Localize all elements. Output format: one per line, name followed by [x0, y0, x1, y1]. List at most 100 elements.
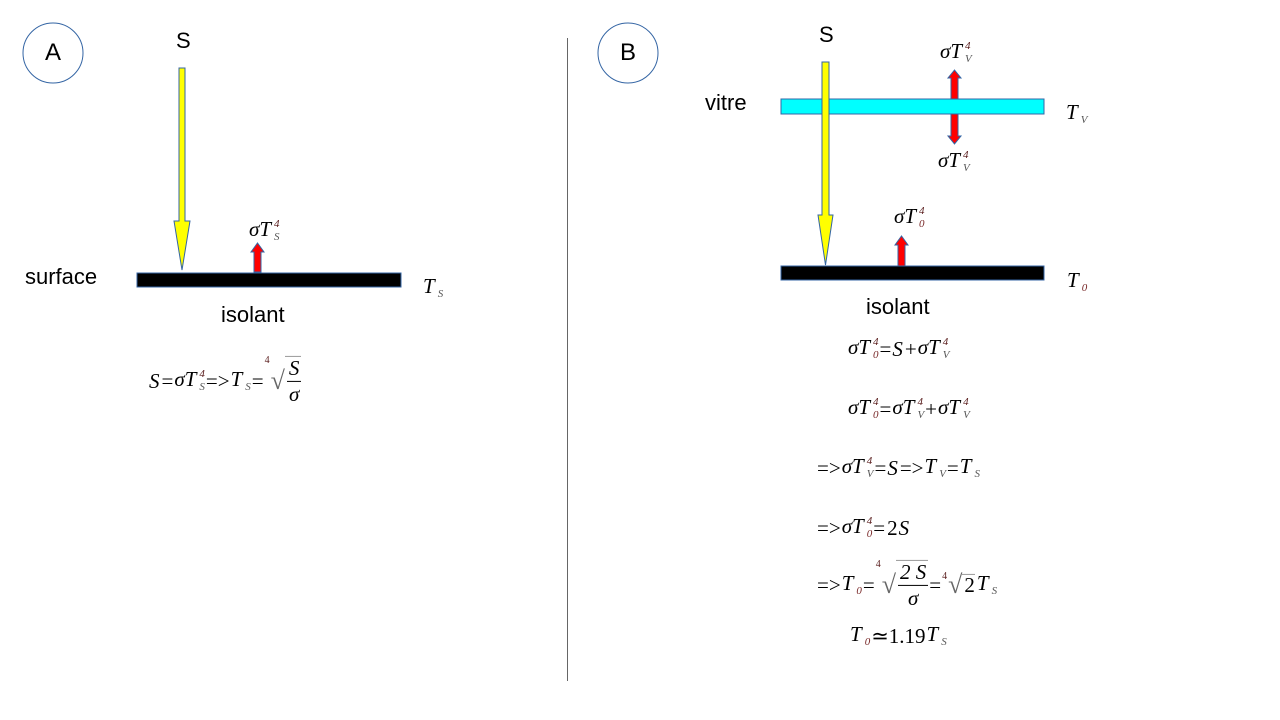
- glass-flux-up-arrow: [946, 69, 963, 100]
- math-superscript: 4: [873, 395, 879, 408]
- math-superscript: 4: [274, 217, 280, 230]
- math-superscript: 4: [873, 335, 879, 348]
- math-symbol: S: [892, 336, 903, 361]
- ground-flux-arrow-b: [894, 235, 909, 267]
- math-term: S: [887, 457, 899, 479]
- math-superscript: 4: [963, 148, 969, 161]
- sun-arrow-a: [173, 67, 191, 271]
- math-superscript: [438, 275, 444, 288]
- math-term: T S: [927, 623, 947, 649]
- math-scripts: 0: [1082, 269, 1088, 295]
- math-superscript: [1081, 101, 1088, 114]
- math-subscript: S: [245, 381, 251, 393]
- math-symbol: S: [898, 515, 910, 540]
- math-subscript: 0: [866, 528, 873, 540]
- math-operator: +: [925, 396, 938, 421]
- math-symbol: T: [1066, 99, 1078, 124]
- math-term: T 0: [842, 572, 862, 598]
- math-operator: ≃1.19: [871, 623, 926, 648]
- sun-label-b: S: [819, 22, 834, 47]
- ground-bar-b: [780, 265, 1045, 281]
- badge-a-circle: [22, 22, 84, 84]
- root-index: 4: [942, 571, 948, 582]
- math-subscript: V: [1080, 114, 1088, 126]
- root-radicand: 2: [962, 574, 975, 596]
- math-symbol: T: [924, 453, 937, 478]
- math-subscript: 0: [873, 349, 879, 361]
- root-index: 4: [264, 354, 270, 366]
- math-operator: =>: [899, 455, 924, 480]
- fraction-numerator: S: [286, 356, 302, 382]
- math-symbol: σT: [841, 513, 864, 538]
- flux-arrow-a: [250, 242, 265, 273]
- math-subscript: S: [941, 636, 947, 648]
- math-symbol: T: [1067, 267, 1079, 292]
- fraction-denominator: σ: [907, 586, 919, 610]
- math-operator: +: [904, 336, 917, 361]
- math-term: S: [149, 370, 161, 392]
- math-symbol: T: [959, 453, 972, 478]
- math-superscript: [245, 368, 251, 381]
- radical-sign-icon: √: [948, 570, 963, 599]
- math-superscript: 4: [917, 395, 923, 408]
- math-operator: =: [862, 572, 875, 597]
- math-symbol: T: [976, 570, 989, 595]
- radical-sign-icon: √: [881, 570, 896, 599]
- math-operator: =: [874, 455, 887, 480]
- math-symbol: σT: [848, 334, 871, 359]
- math-subscript: 0: [919, 218, 925, 230]
- math-subscript: S: [274, 231, 280, 243]
- math-scripts: S: [941, 623, 947, 649]
- badge-b-circle: [597, 22, 659, 84]
- sun-arrow-b: [817, 61, 834, 266]
- math-subscript: V: [963, 162, 970, 174]
- math-operator: =>: [817, 515, 841, 540]
- math-superscript: [1082, 269, 1088, 282]
- math-superscript: 4: [963, 395, 969, 408]
- math-superscript: [992, 572, 998, 585]
- math-subscript: 0: [1081, 282, 1088, 294]
- math-symbol: σT: [917, 334, 940, 359]
- math-symbol: σT: [841, 453, 864, 478]
- math-subscript: S: [991, 585, 998, 597]
- surface-label: surface: [25, 264, 98, 289]
- sun-label-a: S: [176, 28, 191, 53]
- math-operator: =>: [205, 368, 230, 393]
- glass-label: vitre: [705, 90, 747, 115]
- math-superscript: 4: [942, 335, 949, 348]
- math-operator: =: [879, 396, 892, 421]
- math-operator: =: [879, 336, 892, 361]
- math-term: T S: [960, 455, 980, 481]
- math-root: 4√2: [942, 572, 975, 598]
- math-symbol: σT: [892, 394, 915, 419]
- math-symbol: T: [230, 366, 243, 391]
- math-scripts: V: [1081, 101, 1088, 127]
- math-scripts: S: [245, 368, 251, 394]
- insulator-label-a: isolant: [221, 302, 285, 327]
- ground-bar-a: [136, 272, 402, 288]
- math-operator: =>: [817, 455, 841, 480]
